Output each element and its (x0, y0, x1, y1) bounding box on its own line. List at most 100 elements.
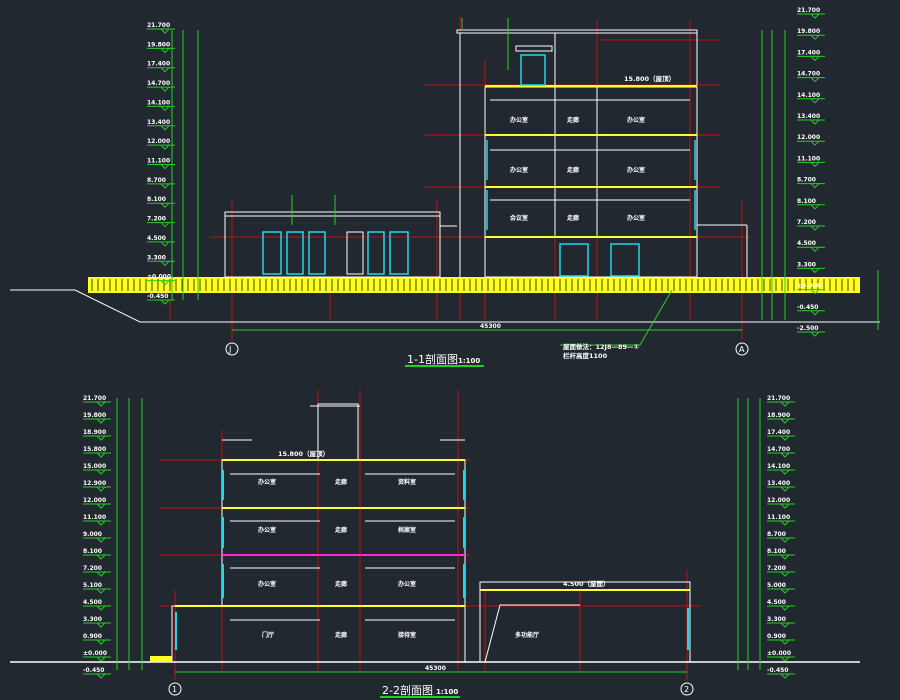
hatched-door (346, 231, 364, 275)
level-marker-icon (810, 225, 820, 231)
section-2-2 (10, 390, 860, 698)
level-label-right-2: 0.900 (767, 633, 786, 640)
room-label: 多功能厅 (515, 631, 539, 639)
level-label-left-2: 11.100 (83, 514, 106, 521)
section-1-1 (10, 15, 880, 367)
level-label-left-2: 15.000 (83, 463, 106, 470)
level-label-left-2: 8.100 (83, 548, 102, 555)
axis-label-a: A (739, 345, 745, 354)
section-1-scale: 1:100 (458, 357, 480, 365)
floor-slabs (485, 85, 697, 238)
entry-step (150, 656, 172, 662)
level-marker-icon (96, 622, 106, 628)
level-marker-icon (160, 241, 170, 247)
level-marker-icon (160, 28, 170, 34)
room-label: 办公室 (258, 526, 276, 534)
level-label-left-2: 12.000 (83, 497, 106, 504)
level-marker-icon (96, 418, 106, 424)
level-label-left-1: 4.500 (147, 235, 166, 242)
level-label-left-2: 7.200 (83, 565, 102, 572)
room-label: 走廊 (567, 214, 579, 222)
room-label: 办公室 (398, 580, 416, 588)
room-label: 会议室 (510, 214, 528, 222)
level-label-right-1: 19.800 (797, 28, 820, 35)
room-label: 走廊 (335, 526, 347, 534)
level-label-right-2: 12.000 (767, 497, 790, 504)
ground-line (10, 289, 880, 323)
level-label-right-2: 18.900 (767, 412, 790, 419)
level-marker-icon (780, 554, 790, 560)
level-marker-icon (780, 639, 790, 645)
rail-note: 栏杆高度1100 (563, 351, 608, 360)
level-marker-icon (810, 183, 820, 189)
level-label-right-2: 4.500 (767, 599, 786, 606)
room-label: 走廊 (335, 631, 347, 639)
level-label-right-1: 4.500 (797, 240, 816, 247)
level-label-left-2: 15.800 (83, 446, 106, 453)
room-label: 办公室 (627, 116, 645, 124)
level-label-right-2: 13.400 (767, 480, 790, 487)
level-marker-icon (160, 260, 170, 266)
level-marker-icon (780, 435, 790, 441)
level-marker-icon (160, 106, 170, 112)
level-label-right-1: 7.200 (797, 219, 816, 226)
level-marker-icon (810, 13, 820, 19)
level-label-right-1: ±0.000 (797, 283, 821, 290)
total-dimension-1: 45300 (480, 323, 501, 330)
level-label-left-1: 13.400 (147, 119, 170, 126)
ground-band (88, 277, 860, 293)
level-marker-icon (160, 125, 170, 131)
level-marker-icon (780, 588, 790, 594)
level-marker-icon (96, 401, 106, 407)
low-building-windows (262, 231, 409, 275)
level-label-right-2: 14.700 (767, 446, 790, 453)
level-marker-icon (810, 77, 820, 83)
section-1-title: 1-1剖面图 (407, 352, 458, 366)
level-label-right-2: ±0.000 (767, 650, 791, 657)
level-label-left-2: 5.100 (83, 582, 102, 589)
level-marker-icon (810, 310, 820, 316)
level-label-left-2: 3.300 (83, 616, 102, 623)
room-label: 走廊 (567, 116, 579, 124)
room-label: 走廊 (335, 478, 347, 486)
level-marker-icon (810, 119, 820, 125)
room-label: 办公室 (510, 166, 528, 174)
level-marker-icon (96, 537, 106, 543)
level-marker-icon (810, 289, 820, 295)
level-label-right-1: 13.400 (797, 113, 820, 120)
level-label-right-1: 12.000 (797, 134, 820, 141)
level-label-left-1: 8.100 (147, 196, 166, 203)
level-label-right-2: 11.100 (767, 514, 790, 521)
level-label-right-1: 8.100 (797, 198, 816, 205)
level-marker-icon (96, 571, 106, 577)
level-label-left-1: 8.700 (147, 177, 166, 184)
level-marker-icon (780, 656, 790, 662)
level-marker-icon (810, 98, 820, 104)
level-label-right-2: -0.450 (767, 667, 788, 674)
level-label-left-1: 21.700 (147, 22, 170, 29)
level-label-right-1: 21.700 (797, 7, 820, 14)
level-marker-icon (96, 588, 106, 594)
level-label-left-1: 19.800 (147, 41, 170, 48)
axis-bubbles-2 (168, 682, 694, 696)
grid-lines-2 (160, 390, 700, 680)
level-label-left-1: 3.300 (147, 254, 166, 261)
level-marker-icon (96, 656, 106, 662)
room-label: 办公室 (258, 580, 276, 588)
level-label-left-2: 12.900 (83, 480, 106, 487)
level-marker-icon (160, 48, 170, 54)
level-label-left-1: 14.100 (147, 99, 170, 106)
level-label-right-2: 21.700 (767, 395, 790, 402)
level-marker-icon (96, 639, 106, 645)
level-marker-icon (780, 605, 790, 611)
level-marker-icon (780, 673, 790, 679)
room-label: 办公室 (510, 116, 528, 124)
level-label-right-2: 14.100 (767, 463, 790, 470)
axis-label-j: J (228, 345, 231, 354)
level-marker-icon (780, 418, 790, 424)
level-marker-icon (96, 452, 106, 458)
level-label-right-2: 17.400 (767, 429, 790, 436)
level-label-left-1: 7.200 (147, 216, 166, 223)
room-label: 办公室 (258, 478, 276, 486)
